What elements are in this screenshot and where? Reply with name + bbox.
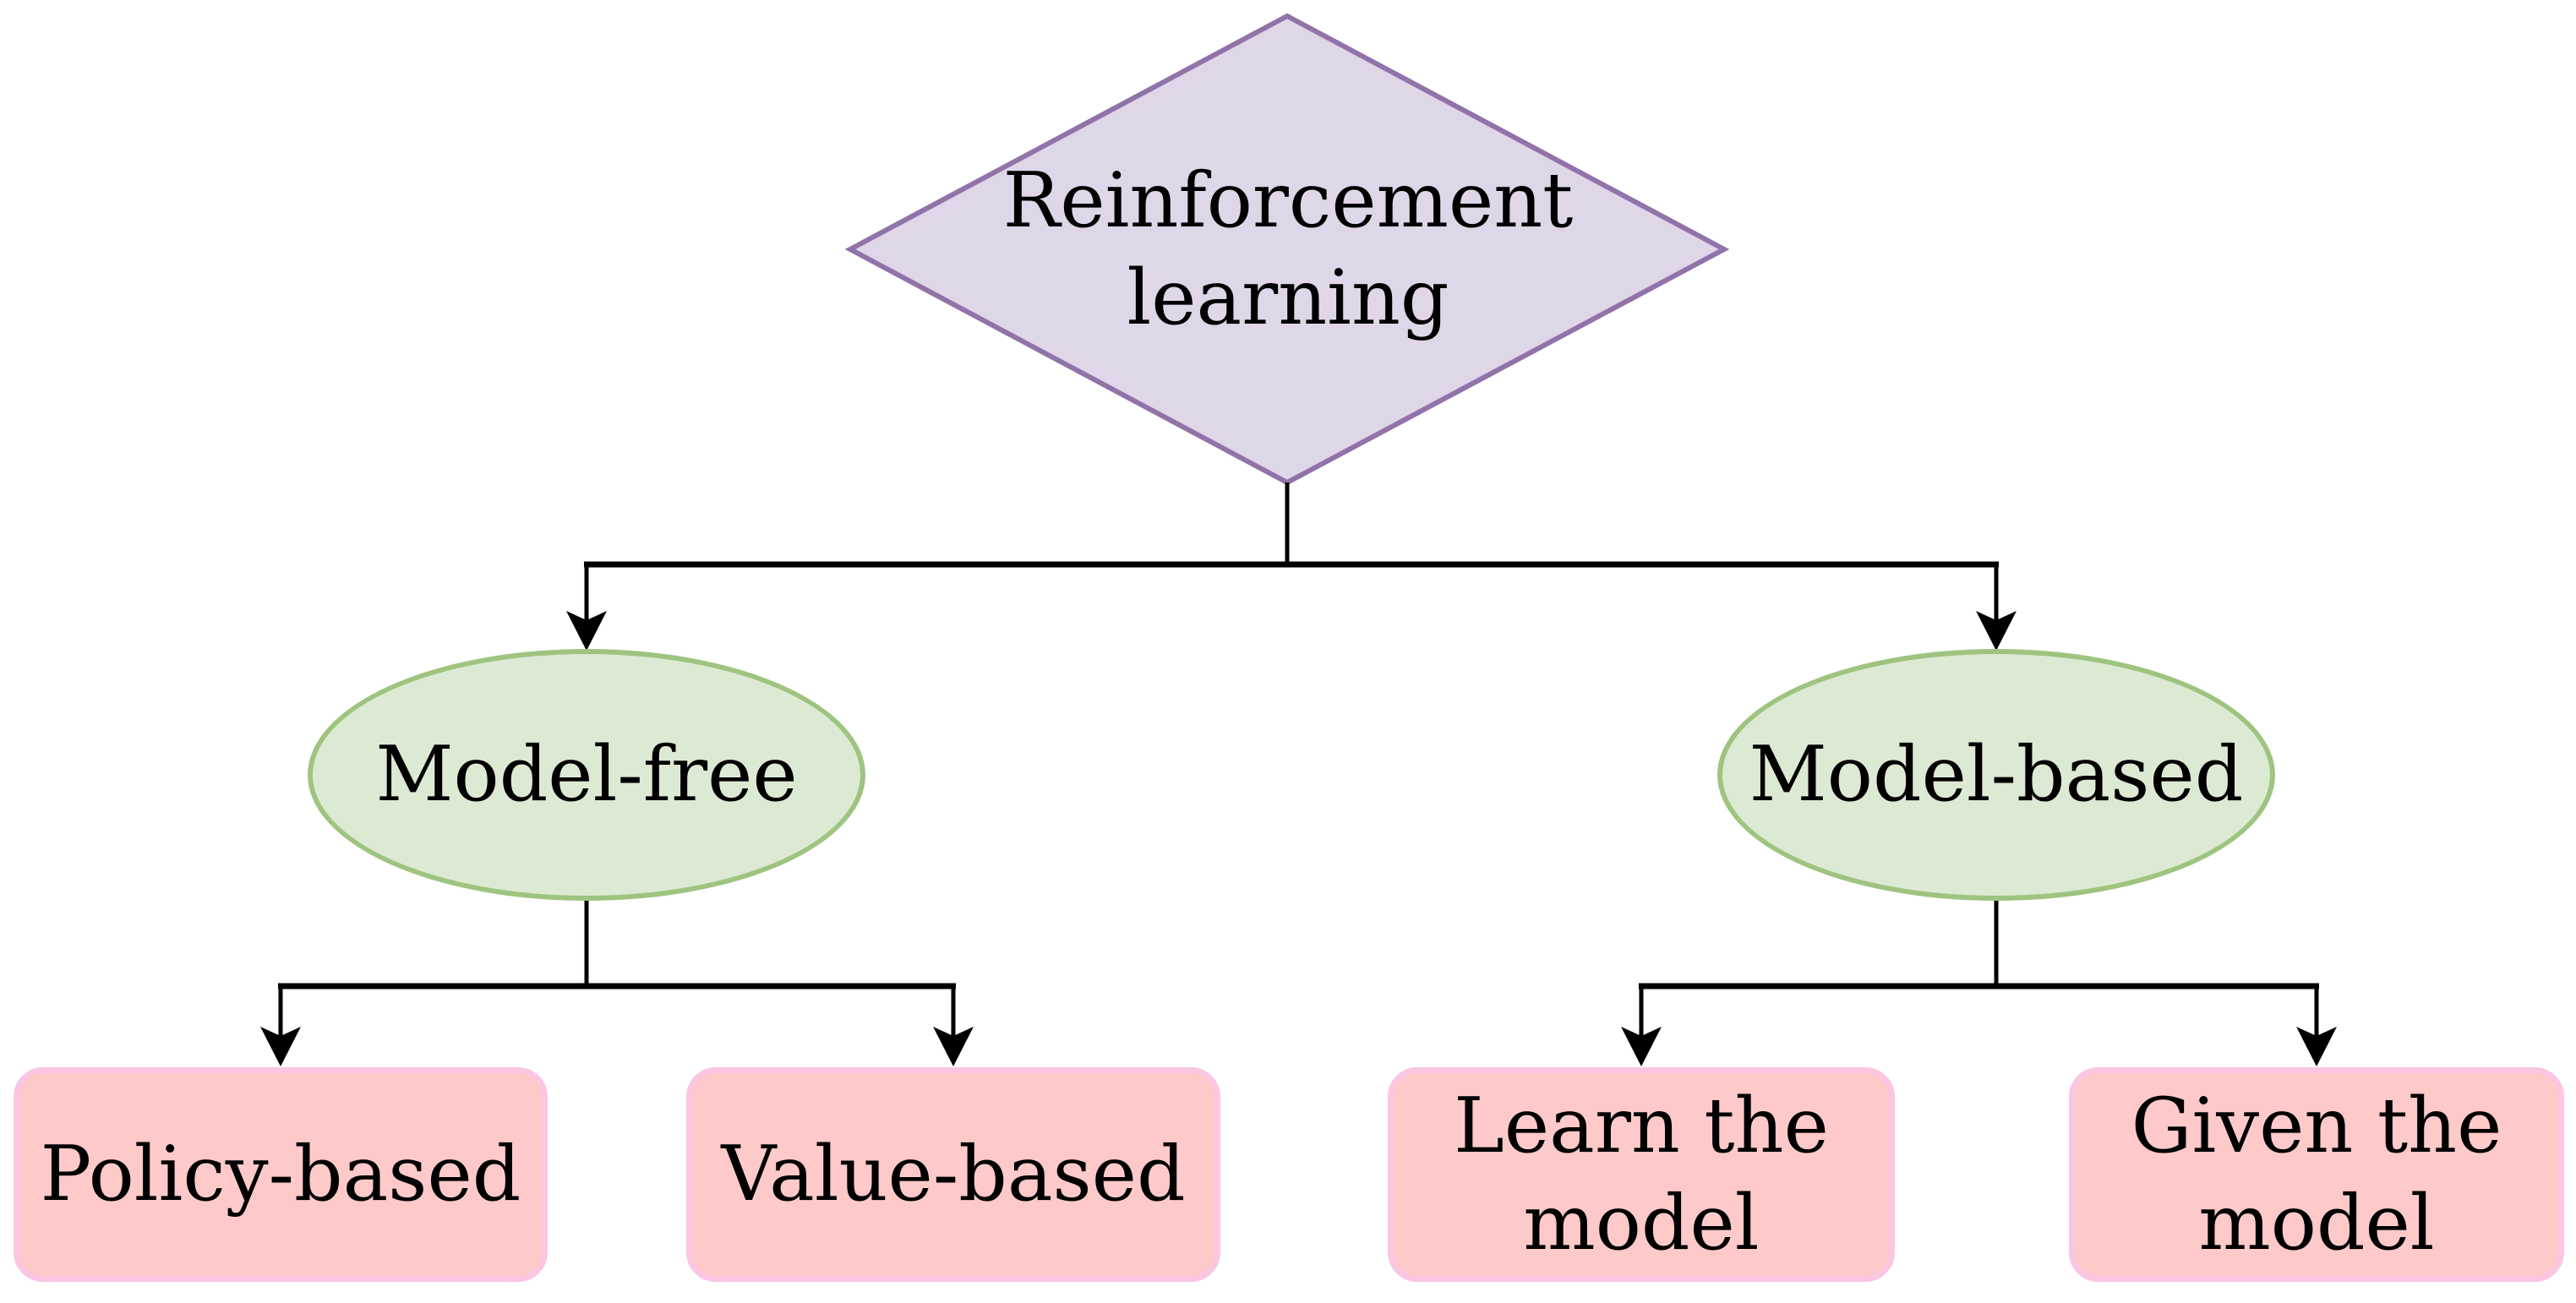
node-label-line: model [2198,1179,2435,1268]
node-learn-the-model: Learn the model [1388,1067,1895,1282]
node-label-line: learning [1127,254,1449,342]
node-model-free: Model-free [308,649,865,901]
node-label-line: model [1523,1179,1760,1268]
node-label: Value-based [721,1130,1186,1219]
arrowhead-down-icon [1976,611,2017,651]
node-reinforcement-learning: Reinforcement learning [908,127,1668,372]
node-label: Model-free [375,730,798,820]
arrowhead-down-icon [2296,1027,2337,1066]
node-policy-based: Policy-based [14,1067,548,1282]
node-given-the-model: Given the model [2069,1067,2564,1282]
arrowhead-down-icon [933,1027,974,1066]
arrowhead-down-icon [260,1027,301,1066]
arrowhead-down-icon [1621,1027,1662,1066]
arrowhead-down-icon [566,611,607,651]
node-model-based: Model-based [1717,649,2275,901]
node-value-based: Value-based [686,1067,1220,1282]
node-label: Model-based [1749,730,2244,820]
node-label-line: Reinforcement [1002,155,1574,245]
node-label-line: Given the [2131,1081,2502,1170]
node-label-line: Learn the [1454,1081,1829,1170]
node-label: Policy-based [40,1130,521,1219]
